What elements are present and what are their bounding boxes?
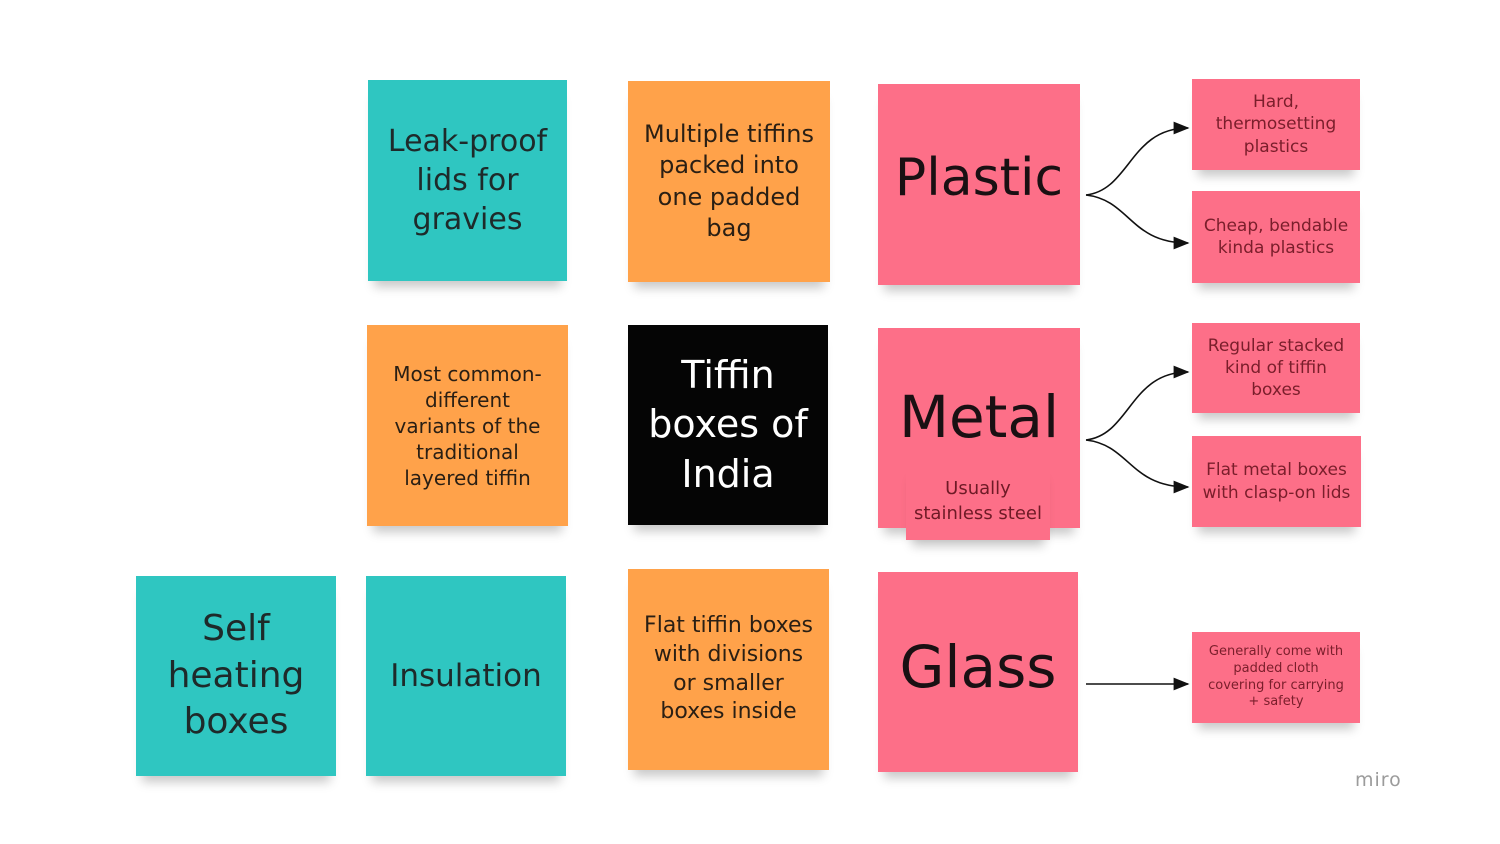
- sticky-flat-tiffin[interactable]: Flat tiffin boxes with divisions or smal…: [628, 569, 829, 770]
- sticky-flat-metal[interactable]: Flat metal boxes with clasp-on lids: [1192, 436, 1361, 527]
- sticky-plastic[interactable]: Plastic: [878, 84, 1080, 285]
- sticky-glass-note[interactable]: Generally come with padded cloth coverin…: [1192, 632, 1360, 723]
- sticky-glass[interactable]: Glass: [878, 572, 1078, 772]
- sticky-most-common[interactable]: Most common-different variants of the tr…: [367, 325, 568, 526]
- sticky-stainless[interactable]: Usually stainless steel: [906, 462, 1050, 540]
- sticky-center-topic[interactable]: Tiffin boxes of India: [628, 325, 828, 525]
- arrow-metal-flat: [1085, 439, 1190, 494]
- arrow-plastic-cheap: [1085, 194, 1190, 250]
- arrow-plastic-hard: [1085, 121, 1190, 196]
- sticky-multiple-tiffins[interactable]: Multiple tiffins packed into one padded …: [628, 81, 830, 282]
- arrow-metal-regular: [1085, 365, 1190, 441]
- sticky-insulation[interactable]: Insulation: [366, 576, 566, 776]
- sticky-regular-stacked[interactable]: Regular stacked kind of tiffin boxes: [1192, 323, 1360, 413]
- miro-logo: miro: [1355, 769, 1402, 791]
- sticky-leak-proof[interactable]: Leak-proof lids for gravies: [368, 80, 567, 281]
- sticky-cheap-plastics[interactable]: Cheap, bendable kinda plastics: [1192, 191, 1360, 283]
- sticky-hard-plastics[interactable]: Hard, thermosetting plastics: [1192, 79, 1360, 170]
- sticky-self-heating[interactable]: Self heating boxes: [136, 576, 336, 776]
